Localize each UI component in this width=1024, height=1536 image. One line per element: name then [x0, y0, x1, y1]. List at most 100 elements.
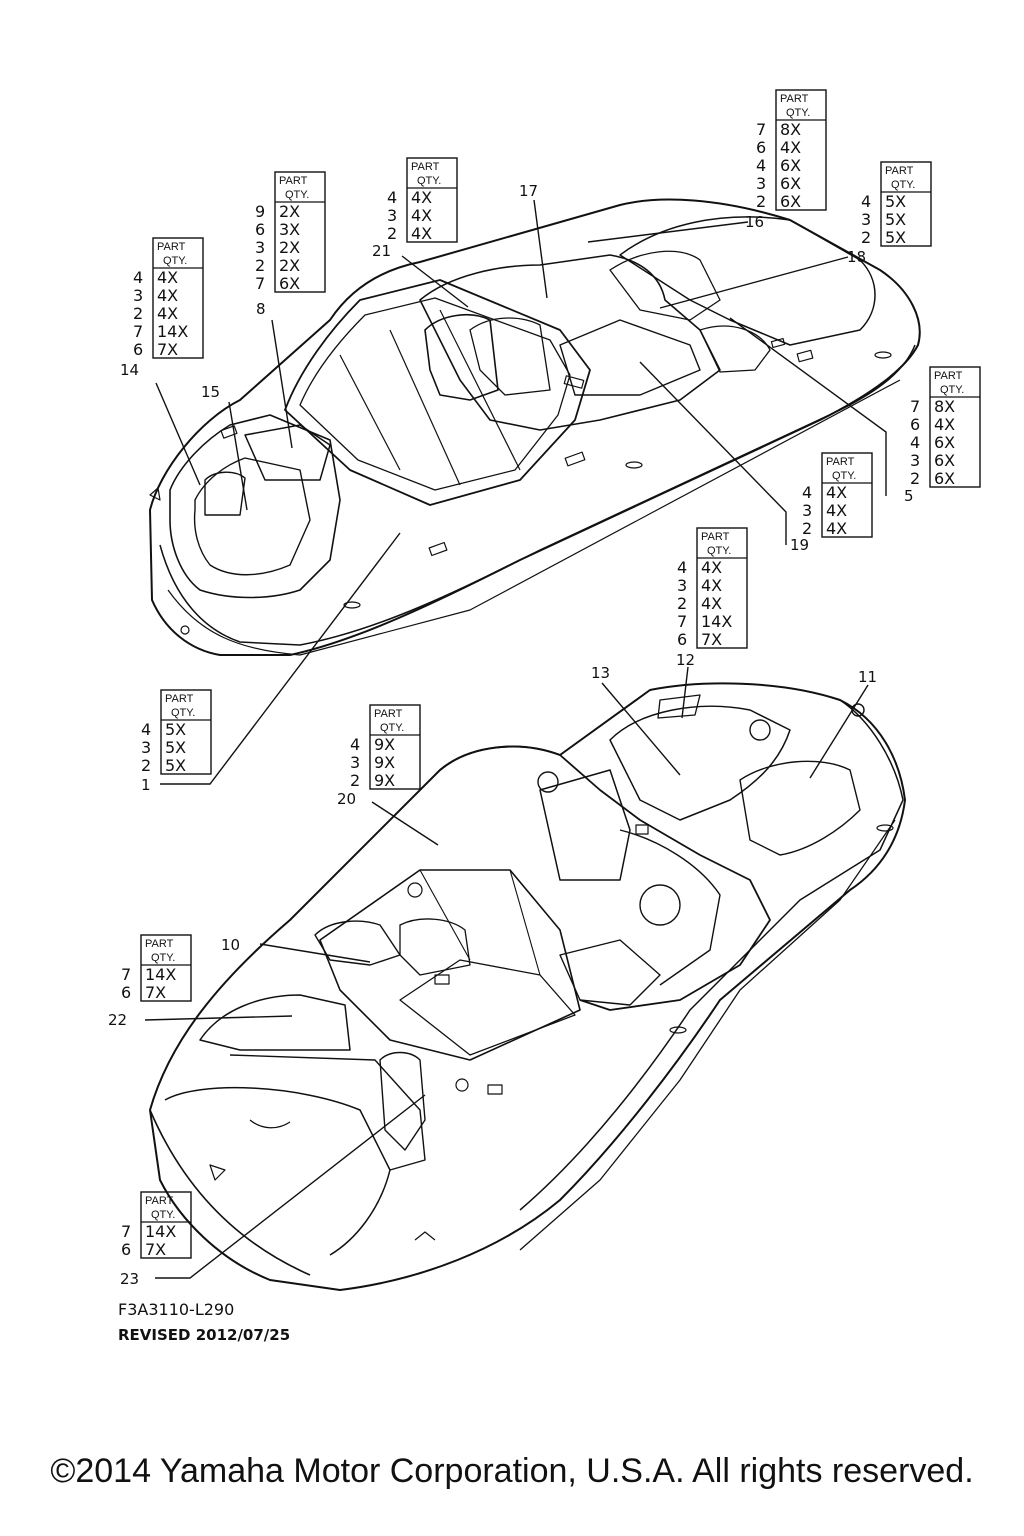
- qty-table-header-part: PART: [145, 1195, 174, 1207]
- qty-table-header-part: PART: [411, 161, 440, 173]
- qty-table-header-qty: QTY.: [285, 189, 309, 201]
- qty-table-quantity: 4X: [934, 415, 955, 434]
- qty-table-quantity: 6X: [934, 469, 955, 488]
- qty-table-header-qty: QTY.: [171, 707, 195, 719]
- qty-table-part-number: 3: [133, 286, 143, 305]
- qty-table-part-number: 4: [141, 720, 151, 739]
- qty-table-quantity: 5X: [885, 228, 906, 247]
- qty-table-header-part: PART: [374, 708, 403, 720]
- qty-table-quantity: 8X: [780, 120, 801, 139]
- leader-lines: [144, 199, 887, 1279]
- callout-17: 17: [519, 182, 538, 200]
- qty-table-quantity: 5X: [885, 210, 906, 229]
- callout-16: 16: [745, 213, 764, 231]
- qty-table-frame: [775, 89, 827, 211]
- qty-table-part-number: 2: [861, 228, 871, 247]
- qty-table-quantity: 14X: [701, 612, 732, 631]
- qty-table-header-part: PART: [279, 175, 308, 187]
- qty-table-header-part: PART: [885, 165, 914, 177]
- qty-table-part-number: 7: [677, 612, 687, 631]
- qty-table-frame: [696, 527, 748, 649]
- qty-table-part-number: 4: [802, 483, 812, 502]
- callout-10: 10: [221, 936, 240, 954]
- reference-code: F3A3110-L290: [118, 1300, 234, 1319]
- qty-table-part-number: 4: [861, 192, 871, 211]
- callout-20: 20: [337, 790, 356, 808]
- qty-table-part-number: 3: [677, 576, 687, 595]
- callout-1: 1: [141, 776, 151, 794]
- qty-table-quantity: 2X: [279, 238, 300, 257]
- qty-table-quantity: 9X: [374, 753, 395, 772]
- callout-22: 22: [108, 1011, 127, 1029]
- qty-table-quantity: 9X: [374, 771, 395, 790]
- callout-18: 18: [847, 248, 866, 266]
- callout-13: 13: [591, 664, 610, 682]
- qty-table-part-number: 4: [756, 156, 766, 175]
- qty-table-frame: [821, 452, 873, 538]
- callout-12: 12: [676, 651, 695, 669]
- qty-table-header-qty: QTY.: [707, 545, 731, 557]
- qty-table-quantity: 4X: [780, 138, 801, 157]
- qty-table-part-number: 2: [255, 256, 265, 275]
- qty-table-quantity: 4X: [701, 558, 722, 577]
- qty-table-quantity: 4X: [826, 519, 847, 538]
- qty-table-header-qty: QTY.: [940, 384, 964, 396]
- qty-table-part-number: 2: [141, 756, 151, 775]
- qty-table-quantity: 14X: [145, 1222, 176, 1241]
- qty-table-quantity: 6X: [934, 451, 955, 470]
- qty-table-quantity: 7X: [157, 340, 178, 359]
- qty-table-part-number: 4: [910, 433, 920, 452]
- qty-table-part-number: 2: [677, 594, 687, 613]
- qty-table-part-number: 7: [133, 322, 143, 341]
- qty-table-part-number: 2: [387, 224, 397, 243]
- qty-table-header-part: PART: [165, 693, 194, 705]
- qty-table-header-part: PART: [934, 370, 963, 382]
- qty-table-part-number: 7: [121, 965, 131, 984]
- callout-11: 11: [858, 668, 877, 686]
- callout-15: 15: [201, 383, 220, 401]
- qty-table-quantity: 5X: [885, 192, 906, 211]
- callout-23: 23: [120, 1270, 139, 1288]
- qty-table-part-number: 2: [802, 519, 812, 538]
- qty-table-part-number: 3: [861, 210, 871, 229]
- boat-top-illustration: [149, 198, 921, 656]
- callout-14: 14: [120, 361, 139, 379]
- callout-5: 5: [904, 487, 914, 505]
- qty-table-quantity: 4X: [157, 268, 178, 287]
- qty-table-frame: [140, 1191, 192, 1259]
- qty-table-quantity: 7X: [701, 630, 722, 649]
- qty-table-part-number: 4: [133, 268, 143, 287]
- qty-table-part-number: 2: [756, 192, 766, 211]
- qty-table-quantity: 6X: [934, 433, 955, 452]
- qty-table-quantity: 6X: [780, 174, 801, 193]
- qty-table-part-number: 3: [387, 206, 397, 225]
- qty-table-part-number: 6: [133, 340, 143, 359]
- qty-table-header-part: PART: [157, 241, 186, 253]
- qty-table-quantity: 4X: [157, 304, 178, 323]
- qty-table-quantity: 4X: [826, 483, 847, 502]
- qty-table-quantity: 4X: [701, 576, 722, 595]
- qty-table-quantity: 6X: [780, 156, 801, 175]
- qty-table-quantity: 5X: [165, 738, 186, 757]
- qty-table-quantity: 4X: [411, 206, 432, 225]
- qty-table-header-part: PART: [701, 531, 730, 543]
- qty-table-part-number: 4: [350, 735, 360, 754]
- qty-table-quantity: 2X: [279, 202, 300, 221]
- qty-table-part-number: 6: [121, 1240, 131, 1259]
- qty-table-frame: [160, 689, 212, 775]
- callout-8: 8: [256, 300, 266, 318]
- qty-table-part-number: 6: [910, 415, 920, 434]
- boat-bottom-illustration: [149, 682, 906, 1291]
- qty-table-frame: [274, 171, 326, 293]
- qty-table-part-number: 2: [133, 304, 143, 323]
- qty-table-part-number: 6: [121, 983, 131, 1002]
